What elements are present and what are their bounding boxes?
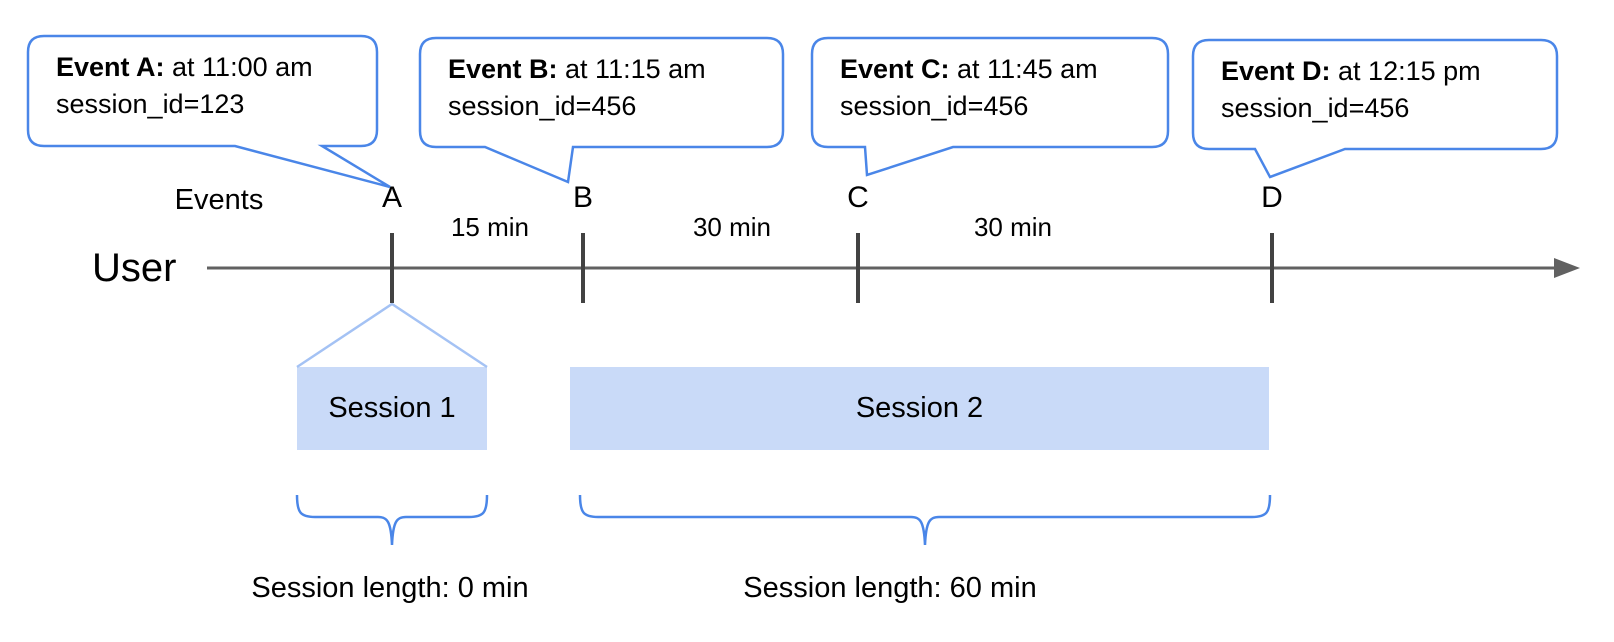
event-c-bubble-text: Event C: at 11:45 am session_id=456	[840, 51, 1098, 125]
event-c-letter: C	[847, 181, 869, 214]
user-axis-label: User	[92, 246, 177, 290]
event-a-letter: A	[381, 181, 402, 214]
event-a-title-line: Event A: at 11:00 am	[56, 49, 313, 86]
session1-length-label: Session length: 0 min	[251, 572, 529, 604]
session2-length-label: Session length: 60 min	[743, 572, 1037, 604]
session1-label: Session 1	[328, 392, 456, 424]
timeline-arrowhead	[1554, 258, 1580, 278]
event-b-bubble	[418, 36, 785, 184]
event-a-bubble-text: Event A: at 11:00 am session_id=123	[56, 49, 313, 123]
events-row-label: Events	[174, 184, 264, 216]
session2-label: Session 2	[855, 392, 984, 424]
session2-box	[570, 367, 1269, 450]
event-b-bubble-text: Event B: at 11:15 am session_id=456	[448, 51, 706, 125]
event-a-session-id: session_id=123	[56, 89, 245, 119]
session1-brace	[295, 494, 489, 546]
event-c-name: Event C:	[840, 54, 950, 84]
session1-funnel-lines	[296, 302, 488, 369]
event-d-letter: D	[1261, 181, 1283, 214]
event-c-session-id: session_id=456	[840, 91, 1029, 121]
event-d-name: Event D:	[1221, 56, 1331, 86]
event-d-time: at 12:15 pm	[1330, 56, 1481, 86]
gap-c-d-label: 30 min	[973, 212, 1053, 242]
event-c-bubble	[810, 36, 1170, 177]
event-d-title-line: Event D: at 12:15 pm	[1221, 53, 1481, 90]
event-d-bubble	[1191, 38, 1559, 179]
event-c-time: at 11:45 am	[949, 54, 1098, 84]
event-d-bubble-text: Event D: at 12:15 pm session_id=456	[1221, 53, 1481, 127]
event-c-title-line: Event C: at 11:45 am	[840, 51, 1098, 88]
event-b-title-line: Event B: at 11:15 am	[448, 51, 706, 88]
event-a-name: Event A:	[56, 52, 165, 82]
event-b-letter: B	[572, 181, 593, 214]
event-d-session-id: session_id=456	[1221, 93, 1410, 123]
session1-box	[297, 367, 487, 450]
session2-brace	[578, 494, 1272, 546]
event-a-bubble	[26, 34, 391, 189]
event-a-time: at 11:00 am	[164, 52, 313, 82]
event-b-name: Event B:	[448, 54, 558, 84]
gap-b-c-label: 30 min	[692, 212, 772, 242]
event-b-time: at 11:15 am	[557, 54, 706, 84]
event-b-session-id: session_id=456	[448, 91, 637, 121]
gap-a-b-label: 15 min	[450, 212, 530, 242]
